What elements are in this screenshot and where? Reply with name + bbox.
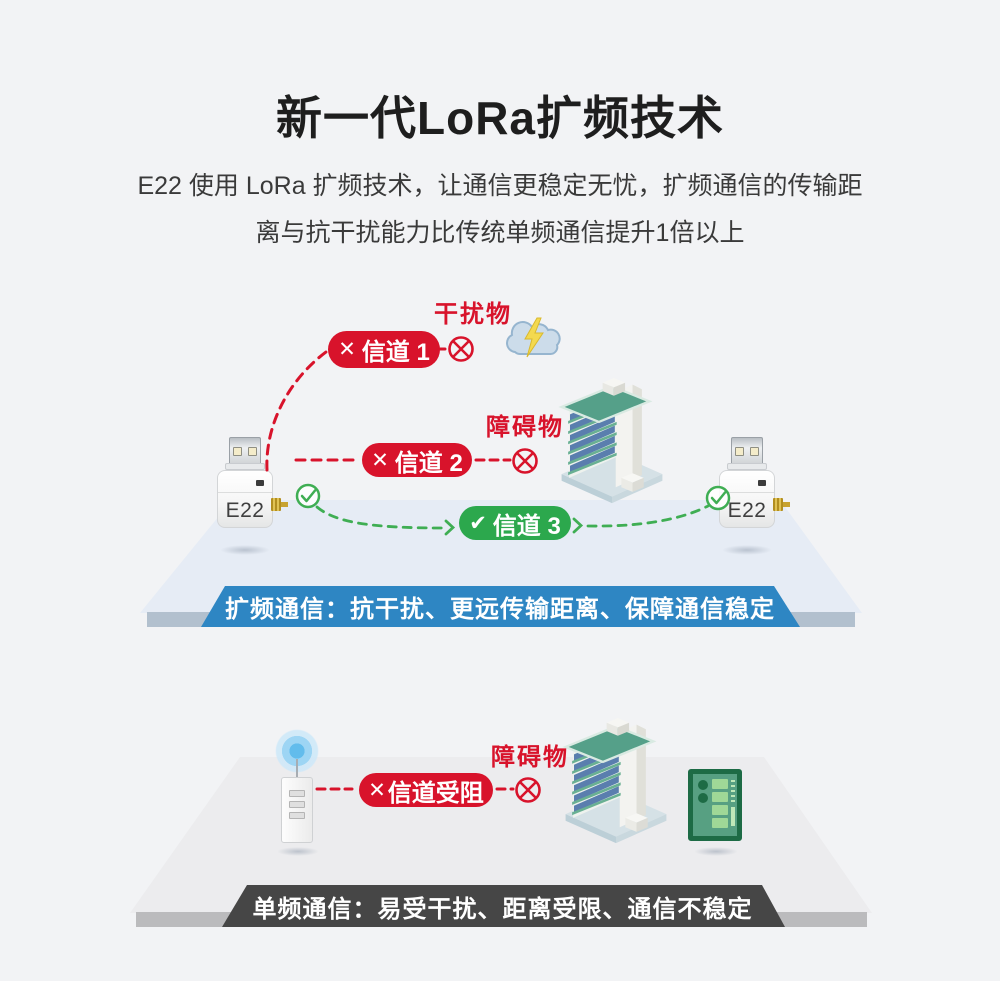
- pcb-pad: [698, 793, 708, 803]
- building-icon: [560, 702, 672, 861]
- usb-neck: [225, 463, 265, 470]
- interference-label: 干扰物: [434, 301, 512, 328]
- vent-slot: [289, 790, 305, 797]
- sma-barrel: [271, 498, 281, 511]
- pcb-pin: [731, 800, 735, 802]
- pcb-pin: [731, 790, 735, 792]
- usb-slot: [735, 447, 744, 456]
- blocked-icon: [512, 448, 538, 474]
- shadow: [694, 847, 738, 856]
- vent-slot: [289, 801, 305, 808]
- shadow: [722, 545, 772, 555]
- sma-pin: [281, 502, 288, 507]
- sma-pin: [783, 502, 790, 507]
- seam: [218, 492, 272, 493]
- led-window: [256, 480, 264, 486]
- radio-body: [281, 777, 313, 843]
- pcb-pin: [731, 785, 735, 787]
- device-label: E22: [225, 499, 265, 522]
- dongle-body: E22: [719, 470, 790, 528]
- channel3-label: 信道 3: [492, 512, 561, 540]
- usb-plug-icon: [731, 437, 763, 463]
- pcb-component: [712, 818, 728, 828]
- spread-banner: 扩频通信：抗干扰、更远传输距离、保障通信稳定: [201, 586, 800, 627]
- seam: [720, 492, 774, 493]
- blocked-icon: [448, 336, 474, 362]
- pcb-pad: [698, 780, 708, 790]
- usb-slot: [750, 447, 759, 456]
- single-banner: 单频通信：易受干扰、距离受限、通信不稳定: [222, 885, 785, 927]
- pcb-pin: [731, 780, 735, 782]
- vent-slot: [289, 812, 305, 819]
- dongle-body: E22: [217, 470, 288, 528]
- obstacle-label: 障碍物: [491, 744, 569, 771]
- channel3-pill: ✔信道 3: [459, 506, 571, 540]
- antenna-rod: [296, 759, 298, 777]
- blocked-channel-pill: ✕信道受阻: [359, 773, 493, 807]
- pcb-pin-strip: [731, 807, 735, 826]
- usb-slot: [248, 447, 257, 456]
- obstacle-label: 障碍物: [486, 414, 564, 441]
- pcb-component: [712, 805, 728, 815]
- blocked-channel-label: 信道受阻: [387, 779, 484, 807]
- channel1-pill: ✕信道 1: [328, 331, 440, 368]
- channel2-label: 信道 2: [394, 449, 463, 477]
- pcb-component: [712, 792, 728, 802]
- shadow: [277, 847, 319, 856]
- device-label: E22: [727, 499, 767, 522]
- check-icon: ✔: [469, 511, 487, 535]
- usb-dongle-right: E22: [714, 437, 790, 555]
- usb-dongle-left: E22: [212, 437, 288, 555]
- usb-slot: [233, 447, 242, 456]
- led-window: [758, 480, 766, 486]
- channel1-label: 信道 1: [361, 339, 430, 366]
- pcb-module-icon: [688, 769, 742, 841]
- pcb-pin: [731, 795, 735, 797]
- cross-icon: ✕: [368, 778, 386, 802]
- pcb-component: [712, 779, 728, 789]
- page-title: 新一代LoRa扩频技术: [276, 92, 724, 144]
- antenna-connector-icon: [773, 498, 790, 511]
- cross-icon: ✕: [338, 338, 356, 361]
- subtitle-line-1: E22 使用 LoRa 扩频技术，让通信更稳定无忧，扩频通信的传输距: [137, 172, 863, 200]
- cross-icon: ✕: [371, 448, 389, 472]
- shadow: [220, 545, 270, 555]
- usb-plug-icon: [229, 437, 261, 463]
- subtitle-line-2: 离与抗干扰能力比传统单频通信提升1倍以上: [255, 219, 745, 247]
- antenna-connector-icon: [271, 498, 288, 511]
- sma-barrel: [773, 498, 783, 511]
- antenna-device: [269, 729, 325, 857]
- page-subtitle: E22 使用 LoRa 扩频技术，让通信更稳定无忧，扩频通信的传输距 离与抗干扰…: [0, 163, 1000, 257]
- channel2-pill: ✕信道 2: [362, 443, 472, 477]
- usb-neck: [727, 463, 767, 470]
- interference-cloud-icon: [506, 317, 561, 358]
